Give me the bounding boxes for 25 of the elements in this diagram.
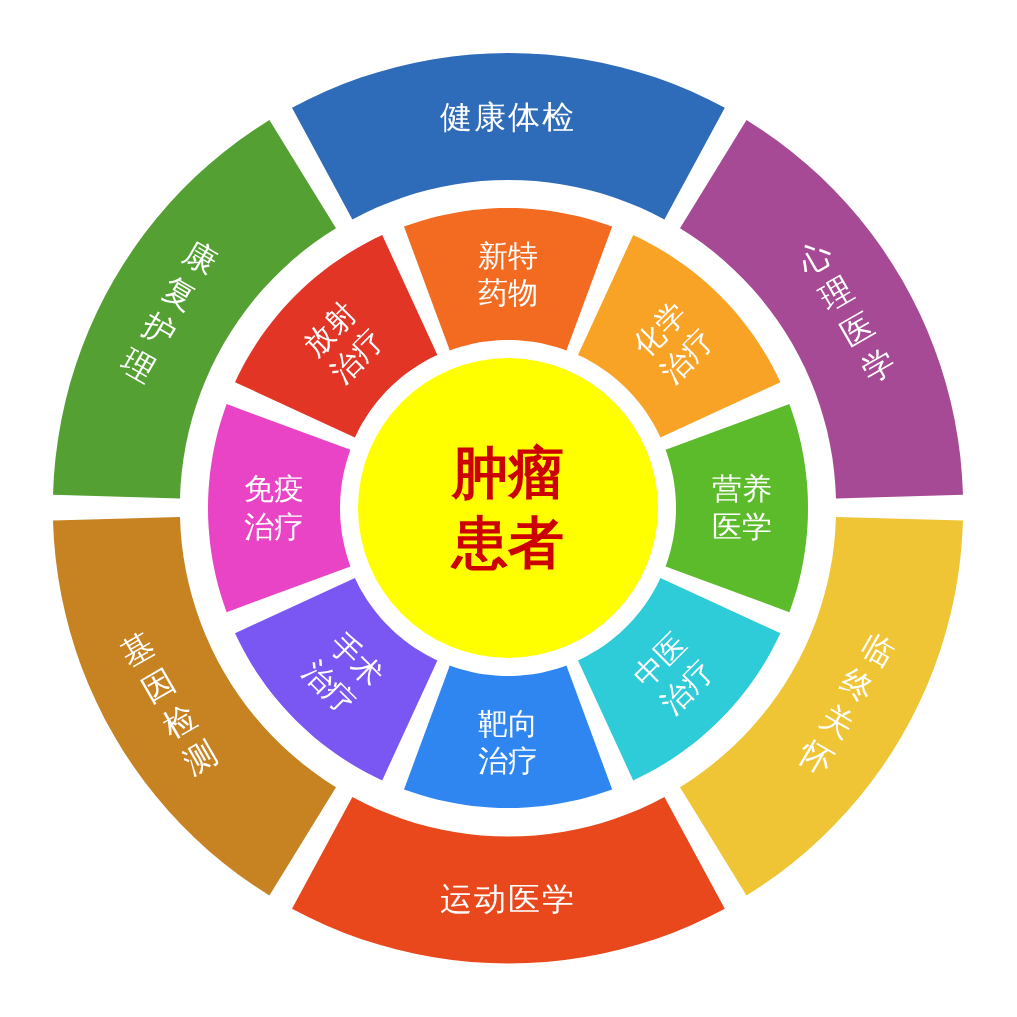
segment-label: 免疫治疗 xyxy=(243,470,305,546)
segment-label: 营养医学 xyxy=(711,470,773,546)
ring-segment xyxy=(235,578,438,781)
ring-segment xyxy=(578,235,781,438)
ring-segment xyxy=(403,208,613,352)
ring-segment xyxy=(403,664,613,808)
segment-label: 康复护理 xyxy=(113,232,225,393)
ring-segment xyxy=(291,53,725,220)
segment-label: 临终关怀 xyxy=(791,623,903,784)
segment-label: 心理医学 xyxy=(791,232,903,393)
segment-label: 中医治疗 xyxy=(625,625,722,723)
ring-segment xyxy=(291,796,725,963)
ring-segment xyxy=(578,578,781,781)
center-label: 肿瘤患者 xyxy=(449,439,565,577)
segment-label: 基因检测 xyxy=(113,623,225,784)
segment-label: 放射治疗 xyxy=(294,294,391,392)
segment-label: 健康体检 xyxy=(440,96,576,137)
segment-label: 化学治疗 xyxy=(625,294,722,392)
segment-label: 新特药物 xyxy=(477,236,539,312)
ring-segment xyxy=(235,235,438,438)
segment-label: 靶向治疗 xyxy=(477,704,539,780)
segment-label: 手术治疗 xyxy=(294,625,391,723)
ring-segment xyxy=(208,403,352,613)
segment-label: 运动医学 xyxy=(440,879,576,920)
ring-segment xyxy=(664,403,808,613)
